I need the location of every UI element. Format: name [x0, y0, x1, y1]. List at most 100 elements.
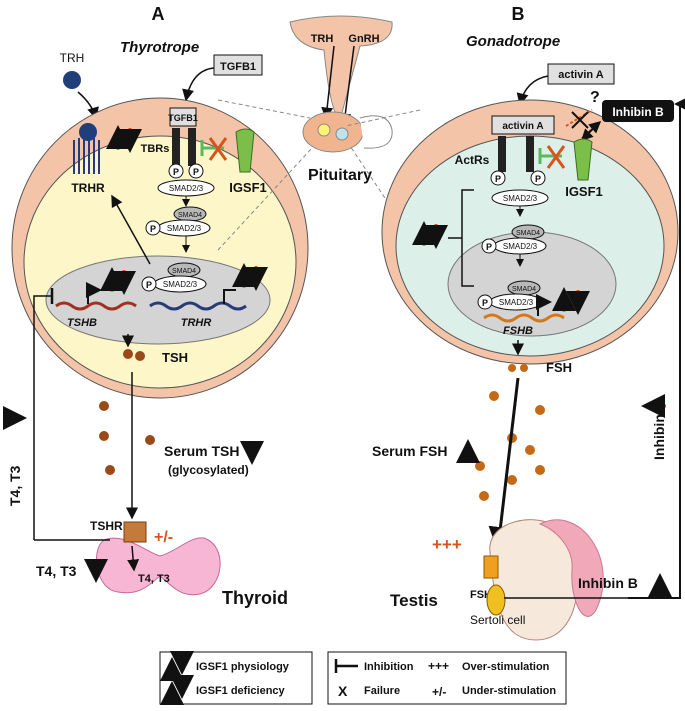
p-circle-b1: P	[495, 174, 501, 184]
panel-a-letter: A	[152, 4, 165, 24]
gonadotrope-title: Gonadotrope	[466, 33, 560, 50]
activin-receptor-label: activin A	[502, 121, 543, 132]
thyrotrope-nucleus	[45, 255, 271, 345]
smad4-b1: SMAD4	[516, 230, 540, 237]
thyroid-gland	[96, 537, 221, 596]
trhr-receptor-icon	[73, 138, 100, 174]
legend: IGSF1 physiology IGSF1 deficiency Inhibi…	[159, 651, 567, 705]
question-mark: ?	[590, 89, 600, 106]
gonadotrope-dot-icon	[335, 127, 349, 141]
p-circle-a2: P	[193, 167, 199, 177]
inhibin-b-bottom-label: Inhibin B	[578, 575, 638, 591]
testis-label: Testis	[390, 591, 438, 610]
center-trh-label: TRH	[311, 33, 334, 45]
pituitary-label: Pituitary	[308, 167, 372, 184]
smad23-a3: SMAD2/3	[163, 280, 198, 289]
legend-inhibition: Inhibition	[364, 661, 414, 673]
tgfb1-receptor-box	[169, 107, 197, 127]
p-circle-b3: P	[486, 242, 492, 252]
igsf1-b-icon	[573, 138, 593, 181]
epididymis-shape	[538, 519, 604, 617]
smad4-a1: SMAD4	[178, 212, 202, 219]
pituitary-center: TRH GnRH Pituitary	[217, 15, 421, 251]
igsf1-a-icon	[235, 128, 255, 173]
smad23-a1: SMAD2/3	[169, 184, 204, 193]
igsf1-a-label: IGSF1	[229, 180, 267, 195]
serum-fsh-label: Serum FSH	[372, 443, 447, 459]
legend-failure: Failure	[364, 685, 400, 697]
tshr-label: TSHR	[90, 519, 123, 533]
actrs-label: ActRs	[455, 153, 490, 167]
legend-deficiency: IGSF1 deficiency	[196, 685, 286, 697]
activin-outside-label: activin A	[558, 69, 603, 81]
fshb-dna	[483, 313, 565, 323]
legend-over: Over-stimulation	[462, 661, 550, 673]
tsh-label: TSH	[162, 350, 188, 365]
legend-symbols-box	[327, 651, 567, 705]
tbr-chain-1	[172, 128, 180, 166]
smad4-a2: SMAD4	[172, 268, 196, 275]
trhr-gene-label: TRHR	[181, 317, 212, 329]
smad23-b1: SMAD2/3	[503, 194, 538, 203]
trh-ligand-icon	[63, 71, 81, 89]
inhibin-b-box-label: Inhibin B	[612, 105, 664, 119]
glycosylated-label: (glycosylated)	[168, 463, 249, 477]
tbr-chain-2	[188, 128, 196, 166]
thyrotrope-dot-icon	[317, 123, 331, 137]
panel-a: A Thyrotrope TRH TGFB1 TRHR TGFB1 TBRs P	[3, 4, 309, 608]
tsh-particle-icon	[123, 349, 133, 359]
panel-b-letter: B	[512, 4, 525, 24]
p-circle-a3: P	[150, 224, 156, 234]
plus-plus-label: +++	[432, 535, 462, 554]
sertoli-cell-label: Sertoli cell	[470, 613, 525, 627]
actr-chain-1	[498, 136, 506, 172]
t4t3-low-label: T4, T3	[36, 563, 77, 579]
tbrs-label: TBRs	[141, 143, 170, 155]
panel-b: B Gonadotrope activin A Inhibin B ? acti…	[372, 4, 685, 641]
thyroid-label: Thyroid	[222, 588, 288, 608]
igsf1-b-label: IGSF1	[565, 184, 603, 199]
legend-over-symbol: +++	[428, 659, 449, 673]
center-gnrh-label: GnRH	[348, 33, 379, 45]
thyrotrope-title: Thyrotrope	[120, 39, 199, 56]
legend-failure-symbol: X	[338, 683, 348, 699]
trhr-label: TRHR	[71, 181, 105, 195]
p-circle-a1: P	[173, 167, 179, 177]
activin-box	[547, 63, 615, 85]
sertoli-cell-icon	[486, 584, 506, 616]
tgfb1-outside-label: TGFB1	[220, 61, 256, 73]
trhr-dna	[149, 301, 247, 311]
tshb-dna	[55, 301, 137, 311]
activin-receptor-box	[491, 115, 555, 135]
trh-label: TRH	[60, 51, 85, 65]
tshr-receptor-icon	[123, 521, 147, 543]
fshr-receptor-icon	[483, 555, 499, 579]
t4t3-inner-label: T4, T3	[138, 573, 170, 585]
fsh-label: FSH	[546, 360, 572, 375]
pituitary-gland	[302, 111, 364, 153]
smad23-a2: SMAD2/3	[167, 224, 202, 233]
trh-bound-icon	[79, 123, 97, 141]
smad23-b3: SMAD2/3	[499, 298, 534, 307]
legend-under-symbol: +/-	[432, 685, 446, 699]
serum-tsh-label: Serum TSH	[164, 443, 239, 459]
p-circle-a4: P	[146, 280, 152, 290]
tgfb1-receptor-label: TGFB1	[168, 113, 198, 123]
tshr-understim-mark: +/-	[154, 529, 173, 546]
inhibin-b-vertical-label: Inhibin B	[651, 400, 667, 460]
tshb-gene-label: TSHB	[67, 317, 97, 329]
p-circle-b4: P	[482, 298, 488, 308]
fsh-particle-icon	[508, 364, 516, 372]
hypothalamus-shape	[289, 15, 393, 121]
legend-physiology: IGSF1 physiology	[196, 661, 290, 673]
fshb-gene-label: FSHB	[503, 325, 533, 337]
actr-chain-2	[526, 136, 534, 172]
tgfb1-box	[213, 54, 263, 76]
legend-under: Under-stimulation	[462, 685, 556, 697]
t4t3-vertical-label: T4, T3	[7, 465, 23, 506]
inhibin-b-box	[602, 100, 674, 122]
smad4-b2: SMAD4	[512, 286, 536, 293]
p-circle-b2: P	[535, 174, 541, 184]
smad23-b2: SMAD2/3	[503, 242, 538, 251]
